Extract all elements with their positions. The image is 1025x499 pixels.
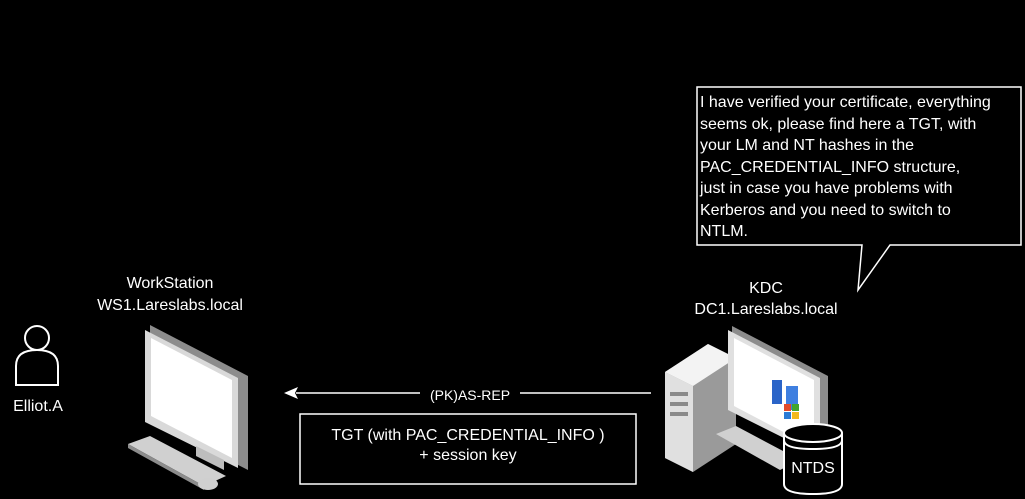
as-rep-arrow-head (284, 387, 298, 399)
as-rep-arrow-label: (PK)AS-REP (420, 386, 520, 404)
kdc-title: KDC (749, 280, 783, 297)
user-icon (15, 325, 59, 386)
speech-bubble (696, 86, 1022, 293)
message-box-text: TGT (with PAC_CREDENTIAL_INFO ) + sessio… (331, 427, 605, 464)
speech-bubble-text: I have verified your certificate, everyt… (700, 94, 991, 240)
kdc-hostname: DC1.Lareslabs.local (694, 301, 838, 318)
workstation-hostname: WS1.Lareslabs.local (97, 297, 243, 314)
ntds-database-icon (783, 423, 843, 496)
workstation-title: WorkStation (126, 275, 214, 292)
workstation-monitor-icon (128, 325, 248, 490)
message-box (299, 413, 637, 485)
user-name: Elliot.A (13, 398, 63, 415)
ntds-label: NTDS (791, 460, 835, 477)
